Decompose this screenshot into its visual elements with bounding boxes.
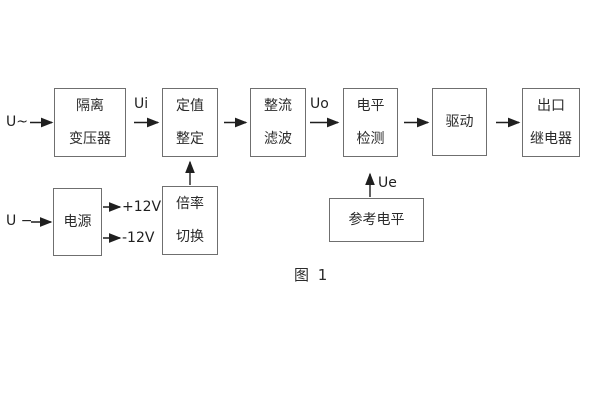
block-level-detect: 电平 检测	[343, 88, 398, 157]
block-rectifier-filter: 整流 滤波	[250, 88, 306, 157]
figure-caption: 图 1	[294, 266, 330, 284]
block-output-relay: 出口 继电器	[522, 88, 580, 157]
ac-input-label: U~	[6, 114, 28, 130]
block-ratio-switch: 倍率 切换	[162, 186, 218, 255]
block-isolation-transformer: 隔离 变压器	[54, 88, 126, 157]
dc-input-label: U −	[6, 213, 33, 229]
uo-signal-label: Uo	[310, 96, 329, 112]
ue-signal-label: Ue	[378, 175, 397, 191]
minus12v-label: -12V	[122, 230, 155, 246]
ui-signal-label: Ui	[134, 96, 149, 112]
block-power-supply: 电源	[53, 188, 102, 256]
block-setpoint-adjust: 定值 整定	[162, 88, 218, 157]
block-reference-level: 参考电平	[329, 198, 424, 242]
block-driver: 驱动	[432, 88, 487, 156]
plus12v-label: +12V	[122, 199, 162, 215]
